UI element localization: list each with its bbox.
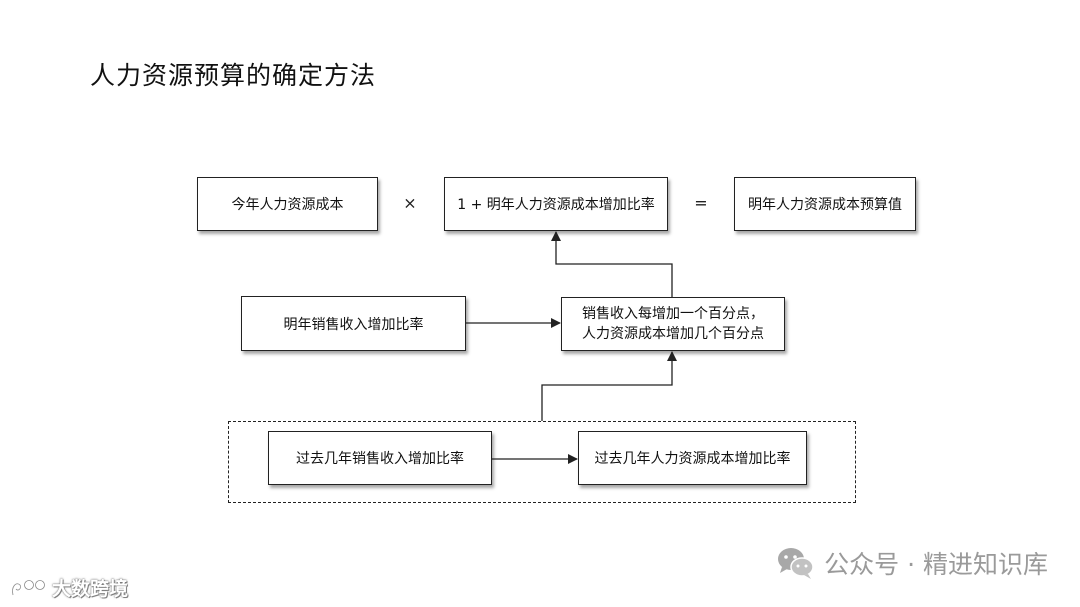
past-hr-growth-label: 过去几年人力资源成本增加比率 xyxy=(594,451,791,467)
current-hr-cost-label: 今年人力资源成本 xyxy=(231,197,344,213)
sales-growth-box: 明年销售收入增加比率 xyxy=(241,296,466,351)
historical-data-group xyxy=(228,421,856,503)
page-title: 人力资源预算的确定方法 xyxy=(90,61,377,90)
brand-watermark: 大数跨境 xyxy=(10,574,128,601)
budget-value-box: 明年人力资源成本预算值 xyxy=(734,177,916,231)
wechat-icon xyxy=(778,548,814,579)
equals-operator: = xyxy=(694,193,708,213)
multiply-operator: × xyxy=(403,193,417,213)
account-watermark: 公众号 · 精进知识库 xyxy=(776,545,1048,581)
arrow-history-to-ratio xyxy=(541,351,677,421)
account-name: 公众号 · 精进知识库 xyxy=(824,550,1048,579)
past-hr-growth-box: 过去几年人力资源成本增加比率 xyxy=(578,431,807,485)
brand-name: 大数跨境 xyxy=(52,578,129,600)
arrow-ratio-to-growth-factor xyxy=(551,231,673,297)
sales-growth-label: 明年销售收入增加比率 xyxy=(283,316,424,333)
past-sales-growth-label: 过去几年销售收入增加比率 xyxy=(296,451,464,467)
ratio-line-1: 销售收入每增加一个百分点， xyxy=(582,306,764,322)
ratio-box: 销售收入每增加一个百分点， 人力资源成本增加几个百分点 xyxy=(561,297,785,351)
growth-factor-label: 1 + 明年人力资源成本增加比率 xyxy=(457,197,655,213)
budget-value-label: 明年人力资源成本预算值 xyxy=(748,197,902,213)
ratio-line-2: 人力资源成本增加几个百分点 xyxy=(582,326,764,342)
past-sales-growth-box: 过去几年销售收入增加比率 xyxy=(268,431,492,485)
growth-factor-box: 1 + 明年人力资源成本增加比率 xyxy=(444,177,668,231)
current-hr-cost-box: 今年人力资源成本 xyxy=(197,177,378,231)
brand-logo-icon xyxy=(11,578,46,595)
